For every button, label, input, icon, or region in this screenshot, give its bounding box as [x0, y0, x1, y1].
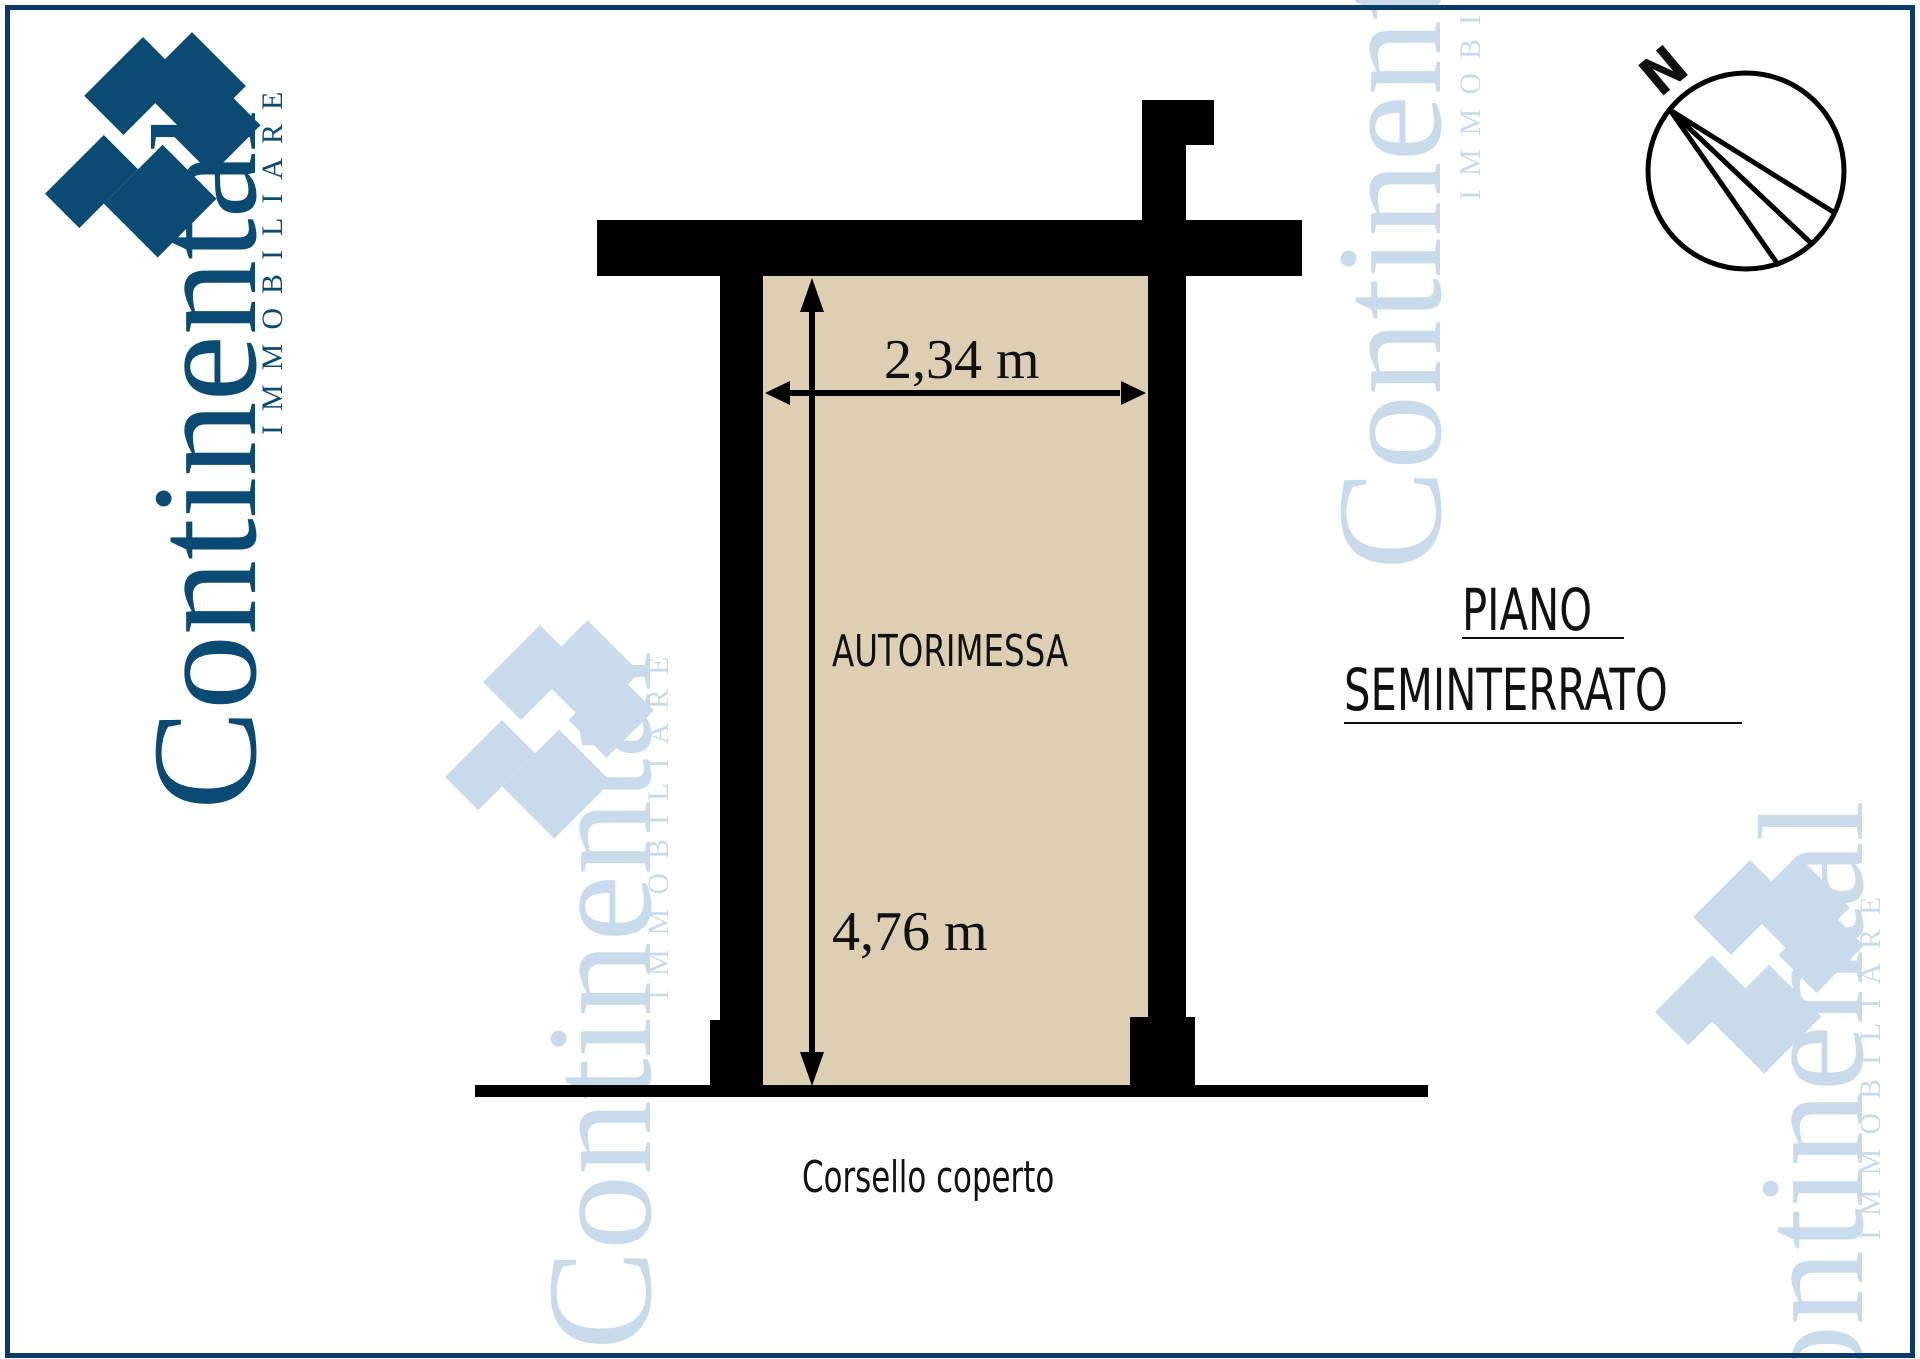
watermark-lower-center: Continental IMMOBILIARE — [445, 620, 683, 1350]
dimension-arrows — [790, 305, 1120, 1055]
corridor-label: Corsello coperto — [802, 1152, 1055, 1203]
walls — [475, 100, 1428, 1097]
svg-text:IMMOBILIARE: IMMOBILIARE — [1454, 0, 1487, 200]
compass-icon — [1645, 70, 1847, 272]
length-dimension-label: 4,76 m — [832, 901, 988, 963]
svg-text:Continental: Continental — [1729, 800, 1895, 1359]
left-door-jamb — [710, 1020, 763, 1088]
width-dimension-label: 2,34 m — [884, 329, 1040, 391]
svg-text:Continental: Continental — [1307, 0, 1473, 570]
watermark-top-center: Continental IMMOBILIARE — [1307, 0, 1487, 570]
svg-text:IMMOBILIARE: IMMOBILIARE — [256, 78, 289, 435]
svg-text:Continental: Continental — [122, 110, 288, 810]
watermark-bottom-right: Continental IMMOBILIARE — [1655, 800, 1895, 1359]
floor-title-line1: PIANO — [1462, 576, 1593, 644]
svg-text:IMMOBILIARE: IMMOBILIARE — [1854, 883, 1887, 1240]
arrow-up-icon — [800, 278, 824, 312]
floor-title-underline-2 — [1344, 722, 1742, 724]
left-wall — [720, 276, 763, 1088]
room-label: AUTORIMESSA — [832, 626, 1069, 677]
arrow-right-icon — [1121, 381, 1146, 405]
floor-title-underline-1 — [1462, 637, 1624, 639]
chimney-cap — [1142, 100, 1214, 145]
arrowheads — [765, 278, 1146, 1086]
svg-text:IMMOBILIARE: IMMOBILIARE — [642, 643, 675, 1000]
arrow-left-icon — [765, 381, 790, 405]
top-wall — [597, 220, 1302, 276]
svg-text:Continental: Continental — [517, 650, 683, 1350]
page-frame — [5, 5, 1915, 1358]
brand-logo: Continental IMMOBILIARE — [45, 32, 289, 810]
corridor-floor-line — [475, 1085, 1428, 1097]
room-autorimessa-fill — [763, 276, 1148, 1088]
right-door-jamb — [1130, 1017, 1195, 1088]
arrow-down-icon — [800, 1052, 824, 1086]
floor-title-line2: SEMINTERRATO — [1344, 656, 1668, 724]
right-wall — [1148, 276, 1186, 1088]
